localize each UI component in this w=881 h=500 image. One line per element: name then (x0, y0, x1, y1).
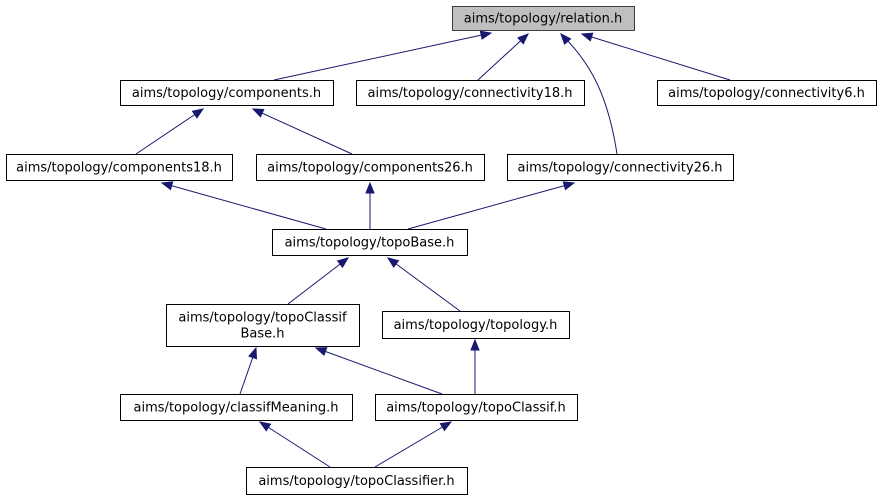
node-label-topoBase: aims/topology/topoBase.h (285, 236, 455, 251)
arrowhead-components-to-relation (479, 30, 493, 40)
node-label-topoClassifBase-line2: Base.h (240, 327, 284, 342)
nodes-layer: aims/topology/relation.h aims/topology/co… (6, 6, 877, 495)
node-topoClassifier[interactable]: aims/topology/topoClassifier.h (246, 467, 468, 495)
node-topoBase[interactable]: aims/topology/topoBase.h (272, 229, 468, 256)
arrowhead-connectivity18-to-relation (517, 33, 529, 45)
arrowhead-topology-to-topoBase (386, 257, 400, 269)
node-box-topoBase[interactable] (272, 229, 468, 256)
edge-topoBase-to-connectivity26 (407, 182, 575, 230)
arrowhead-connectivity26-to-relation (560, 32, 572, 46)
node-label-components18: aims/topology/components18.h (16, 161, 222, 176)
arrowhead-topoBase-to-connectivity26 (562, 181, 576, 191)
arrowhead-topoClassif-to-topoClassifBase (314, 347, 328, 357)
node-components26[interactable]: aims/topology/components26.h (256, 154, 485, 181)
node-label-classifMeaning: aims/topology/classifMeaning.h (134, 401, 339, 416)
node-topoClassif[interactable]: aims/topology/topoClassif.h (375, 394, 578, 421)
node-connectivity6[interactable]: aims/topology/connectivity6.h (657, 80, 877, 106)
edge-topoClassifBase-to-topoBase (287, 257, 349, 305)
node-components[interactable]: aims/topology/components.h (120, 80, 334, 106)
node-label-connectivity18: aims/topology/connectivity18.h (368, 86, 573, 101)
node-label-connectivity26: aims/topology/connectivity26.h (518, 161, 723, 176)
arrowhead-connectivity6-to-relation (580, 32, 594, 42)
node-label-topology: aims/topology/topology.h (394, 318, 558, 333)
node-label-components26: aims/topology/components26.h (267, 161, 473, 176)
node-box-components18[interactable] (6, 154, 233, 181)
arrowhead-topoClassifier-to-topoClassif (439, 421, 453, 432)
node-box-topology[interactable] (382, 311, 570, 339)
edge-topoClassifier-to-topoClassif (374, 421, 452, 468)
arrowhead-components18-to-components (191, 108, 205, 119)
node-box-topoClassifBase[interactable] (166, 304, 360, 347)
edge-components26-to-components (252, 108, 353, 155)
node-classifMeaning[interactable]: aims/topology/classifMeaning.h (120, 394, 353, 421)
edge-topoClassifier-to-classifMeaning (259, 421, 331, 468)
arrowhead-components26-to-components (251, 108, 265, 118)
edge-connectivity18-to-relation (477, 33, 529, 81)
node-connectivity18[interactable]: aims/topology/connectivity18.h (356, 80, 585, 106)
edge-topology-to-topoBase (387, 257, 461, 312)
node-box-classifMeaning[interactable] (120, 394, 353, 421)
node-label-components: aims/topology/components.h (132, 86, 321, 101)
node-box-connectivity6[interactable] (657, 80, 877, 106)
node-connectivity26[interactable]: aims/topology/connectivity26.h (507, 154, 734, 181)
node-box-topoClassifier[interactable] (246, 467, 468, 495)
node-label-topoClassif: aims/topology/topoClassif.h (386, 401, 566, 416)
node-label-relation: aims/topology/relation.h (464, 12, 622, 27)
node-label-topoClassifBase-line1: aims/topology/topoClassif (178, 311, 347, 326)
arrowhead-topoClassifBase-to-topoBase (336, 257, 350, 269)
node-label-topoClassifier: aims/topology/topoClassifier.h (258, 474, 454, 489)
edge-topoClassif-to-topoClassifBase (315, 347, 443, 395)
node-box-connectivity18[interactable] (356, 80, 585, 106)
edge-components-to-relation (273, 32, 492, 81)
node-label-connectivity6: aims/topology/connectivity6.h (668, 86, 865, 101)
edge-connectivity26-to-relation (560, 33, 618, 155)
node-box-topoClassif[interactable] (375, 394, 578, 421)
node-topology[interactable]: aims/topology/topology.h (382, 311, 570, 339)
node-box-connectivity26[interactable] (507, 154, 734, 181)
edges-layer (135, 30, 731, 468)
node-relation[interactable]: aims/topology/relation.h (452, 6, 635, 31)
node-box-components26[interactable] (256, 154, 485, 181)
arrowhead-topoClassifier-to-classifMeaning (258, 421, 272, 432)
arrowhead-topoClassif-to-topology (470, 338, 480, 351)
arrowhead-topoBase-to-components26 (365, 181, 375, 194)
node-box-relation[interactable] (452, 6, 635, 31)
arrowhead-topoBase-to-components18 (160, 181, 174, 191)
edge-connectivity6-to-relation (581, 33, 731, 81)
node-components18[interactable]: aims/topology/components18.h (6, 154, 233, 181)
edge-components18-to-components (135, 108, 204, 155)
node-box-components[interactable] (120, 80, 334, 106)
edge-topoBase-to-components18 (161, 182, 327, 230)
arrowhead-classifMeaning-to-topoClassifBase (248, 346, 258, 360)
